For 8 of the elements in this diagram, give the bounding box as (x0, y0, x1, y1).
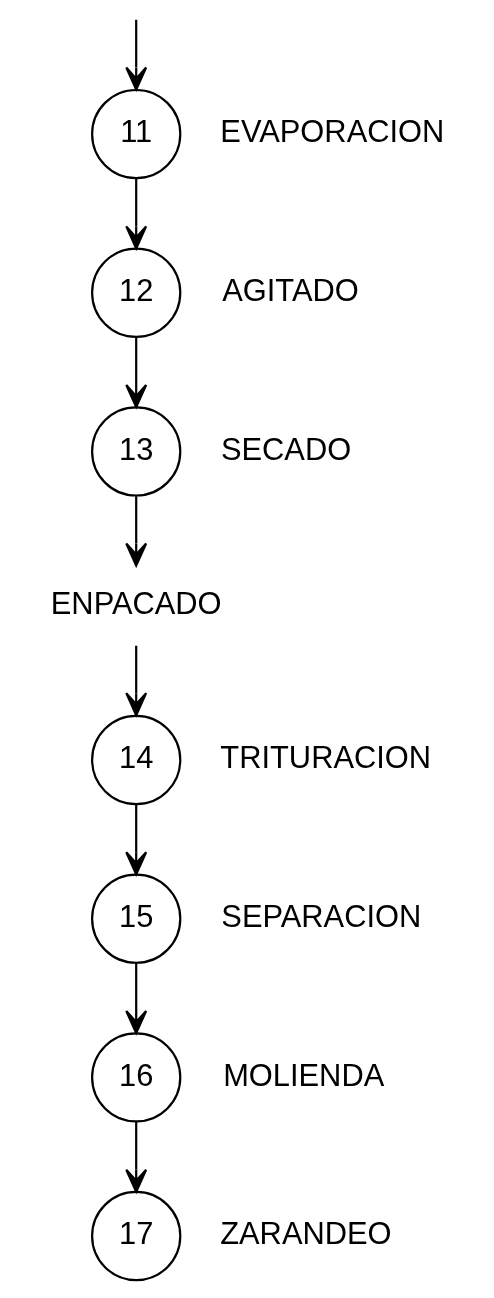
node-text: ENPACADO (50, 585, 222, 621)
node-label: AGITADO (221, 272, 359, 308)
node-label: SEPARACION (220, 898, 421, 934)
node-label: ZARANDEO (219, 1216, 392, 1252)
node-label: SECADO (220, 431, 351, 467)
node-label: TRITURACION (219, 740, 431, 776)
node-label: EVAPORACION (219, 114, 444, 150)
node-label: MOLIENDA (222, 1057, 384, 1093)
